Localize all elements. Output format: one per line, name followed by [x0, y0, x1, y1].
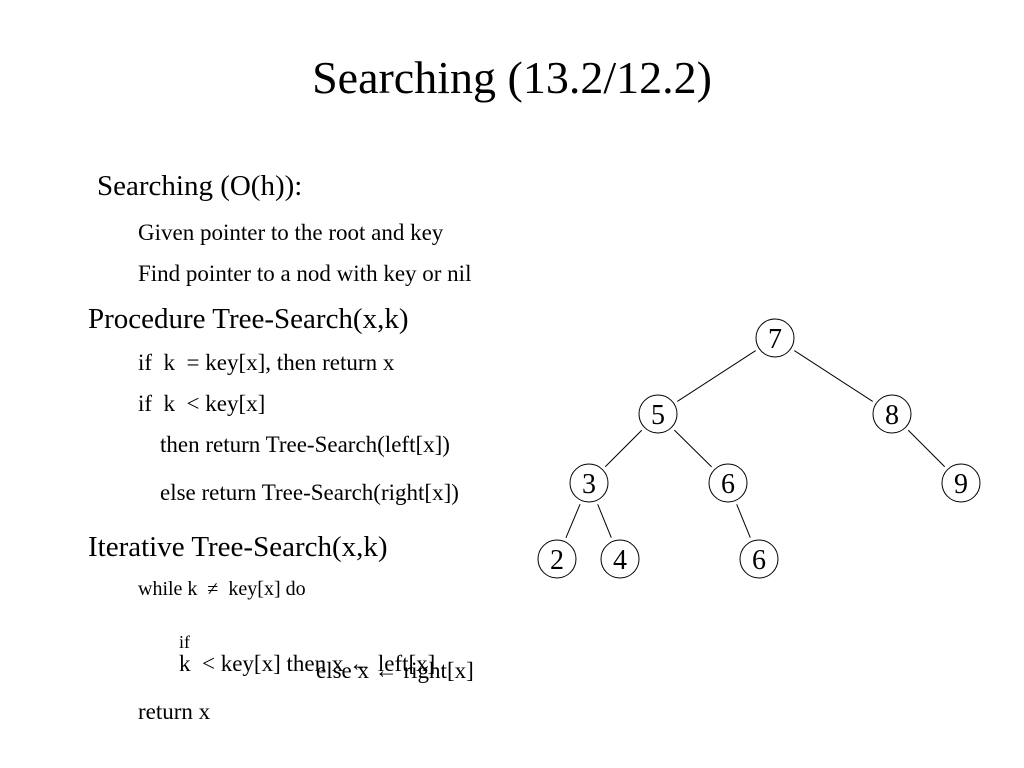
tree-node-n8: 8: [872, 394, 912, 434]
tree-edge: [674, 429, 712, 468]
tree-node-n3: 3: [569, 463, 609, 503]
tree-node-n5: 5: [638, 394, 678, 434]
tree-node-circle: [941, 463, 981, 503]
tree-edge: [736, 504, 751, 538]
tree-node-label: 5: [651, 400, 665, 431]
tree-edge: [794, 350, 873, 402]
tree-node-circle: [537, 539, 577, 579]
tree-edge: [565, 504, 581, 538]
tree-node-circle: [638, 394, 678, 434]
intro-heading: Searching (O(h)):: [97, 170, 303, 202]
slide-title: Searching (13.2/12.2): [312, 52, 712, 103]
tree-nodes: 7 5 8 3 6 9 2 4 6: [537, 318, 981, 579]
tree-node-circle: [755, 318, 795, 358]
tree-node-label: 6: [752, 545, 766, 576]
tree-node-n6a: 6: [708, 463, 748, 503]
tree-edge: [677, 350, 756, 402]
tree-edges: [565, 350, 946, 538]
iterative-if-keyword: if: [179, 632, 190, 652]
iterative-line-2-text: k < key[x] then x ← left[x]: [179, 651, 436, 676]
tree-node-label: 9: [954, 469, 968, 500]
tree-node-n6b: 6: [739, 539, 779, 579]
iterative-heading: Iterative Tree-Search(x,k): [88, 531, 388, 563]
tree-node-n4: 4: [600, 539, 640, 579]
iterative-line-4: return x: [138, 699, 211, 724]
intro-line-2: Find pointer to a nod with key or nil: [138, 261, 472, 286]
iterative-line-2: if k < key[x] then x ← left[x]: [163, 617, 435, 691]
tree-node-label: 3: [582, 469, 596, 500]
recursive-heading: Procedure Tree-Search(x,k): [88, 303, 409, 335]
tree-node-circle: [600, 539, 640, 579]
tree-node-circle: [872, 394, 912, 434]
intro-line-1: Given pointer to the root and key: [138, 220, 444, 245]
tree-node-n7: 7: [755, 318, 795, 358]
tree-edge: [907, 429, 946, 468]
recursive-line-1: if k = key[x], then return x: [138, 350, 395, 375]
tree-node-label: 7: [768, 324, 782, 355]
tree-node-label: 4: [613, 545, 627, 576]
tree-node-circle: [708, 463, 748, 503]
recursive-line-2: if k < key[x]: [138, 391, 266, 416]
recursive-line-4: else return Tree-Search(right[x]): [160, 480, 459, 505]
iterative-line-3: else x ← right[x]: [316, 658, 474, 683]
tree-edge: [597, 504, 612, 538]
tree-node-label: 8: [885, 400, 899, 431]
tree-node-circle: [569, 463, 609, 503]
recursive-line-3: then return Tree-Search(left[x]): [160, 432, 450, 457]
tree-node-label: 6: [721, 469, 735, 500]
tree-node-circle: [739, 539, 779, 579]
tree-node-n2: 2: [537, 539, 577, 579]
tree-edge: [604, 429, 643, 468]
iterative-line-1: while k ≠ key[x] do: [138, 578, 306, 600]
tree-node-label: 2: [550, 545, 564, 576]
tree-node-n9: 9: [941, 463, 981, 503]
